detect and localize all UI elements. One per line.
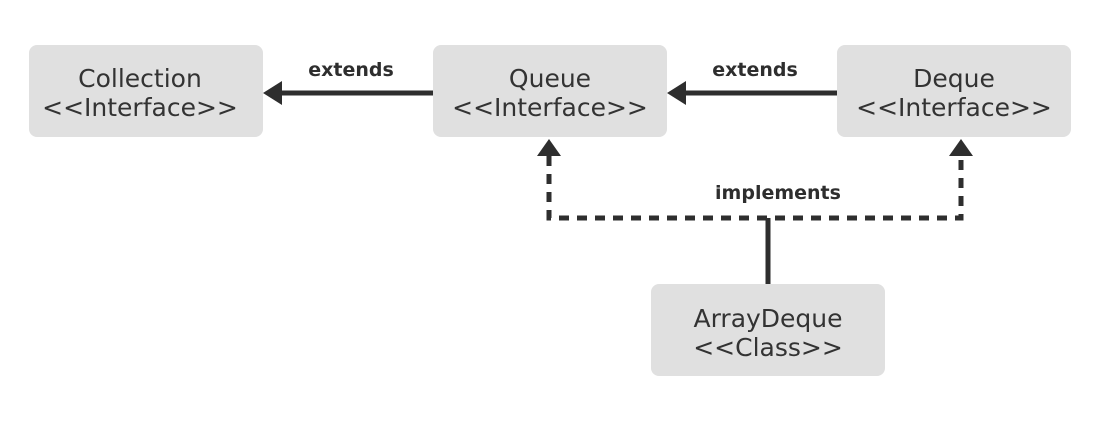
node-queue-stereotype: <<Interface>> <box>452 93 648 122</box>
arrowhead-collection <box>263 81 282 105</box>
node-arraydeque-name: ArrayDeque <box>693 304 842 333</box>
node-deque-name: Deque <box>913 64 995 93</box>
node-collection-name: Collection <box>78 64 202 93</box>
node-queue: Queue <<Interface>> <box>433 45 667 137</box>
edge-implements-label: implements <box>715 182 841 204</box>
node-collection-stereotype: <<Interface>> <box>42 93 238 122</box>
node-arraydeque: ArrayDeque <<Class>> <box>651 284 885 376</box>
node-queue-name: Queue <box>509 64 591 93</box>
node-arraydeque-box <box>651 284 885 376</box>
edge-arraydeque-implements: implements <box>537 139 973 284</box>
edge-deque-extends-queue: extends <box>667 59 837 105</box>
edge-queue-extends-collection: extends <box>263 59 433 105</box>
edge-deque-queue-label: extends <box>712 59 798 81</box>
arrowhead-implements-deque <box>949 139 973 156</box>
edge-queue-collection-label: extends <box>308 59 394 81</box>
edge-implements-dashed-path <box>546 156 964 221</box>
node-arraydeque-stereotype: <<Class>> <box>693 333 843 362</box>
node-collection: Collection <<Interface>> <box>29 45 263 137</box>
node-deque: Deque <<Interface>> <box>837 45 1071 137</box>
arrowhead-queue <box>667 81 686 105</box>
node-queue-box <box>433 45 667 137</box>
node-collection-box <box>29 45 263 137</box>
arrowhead-implements-queue <box>537 139 561 156</box>
node-deque-stereotype: <<Interface>> <box>856 93 1052 122</box>
node-deque-box <box>837 45 1071 137</box>
